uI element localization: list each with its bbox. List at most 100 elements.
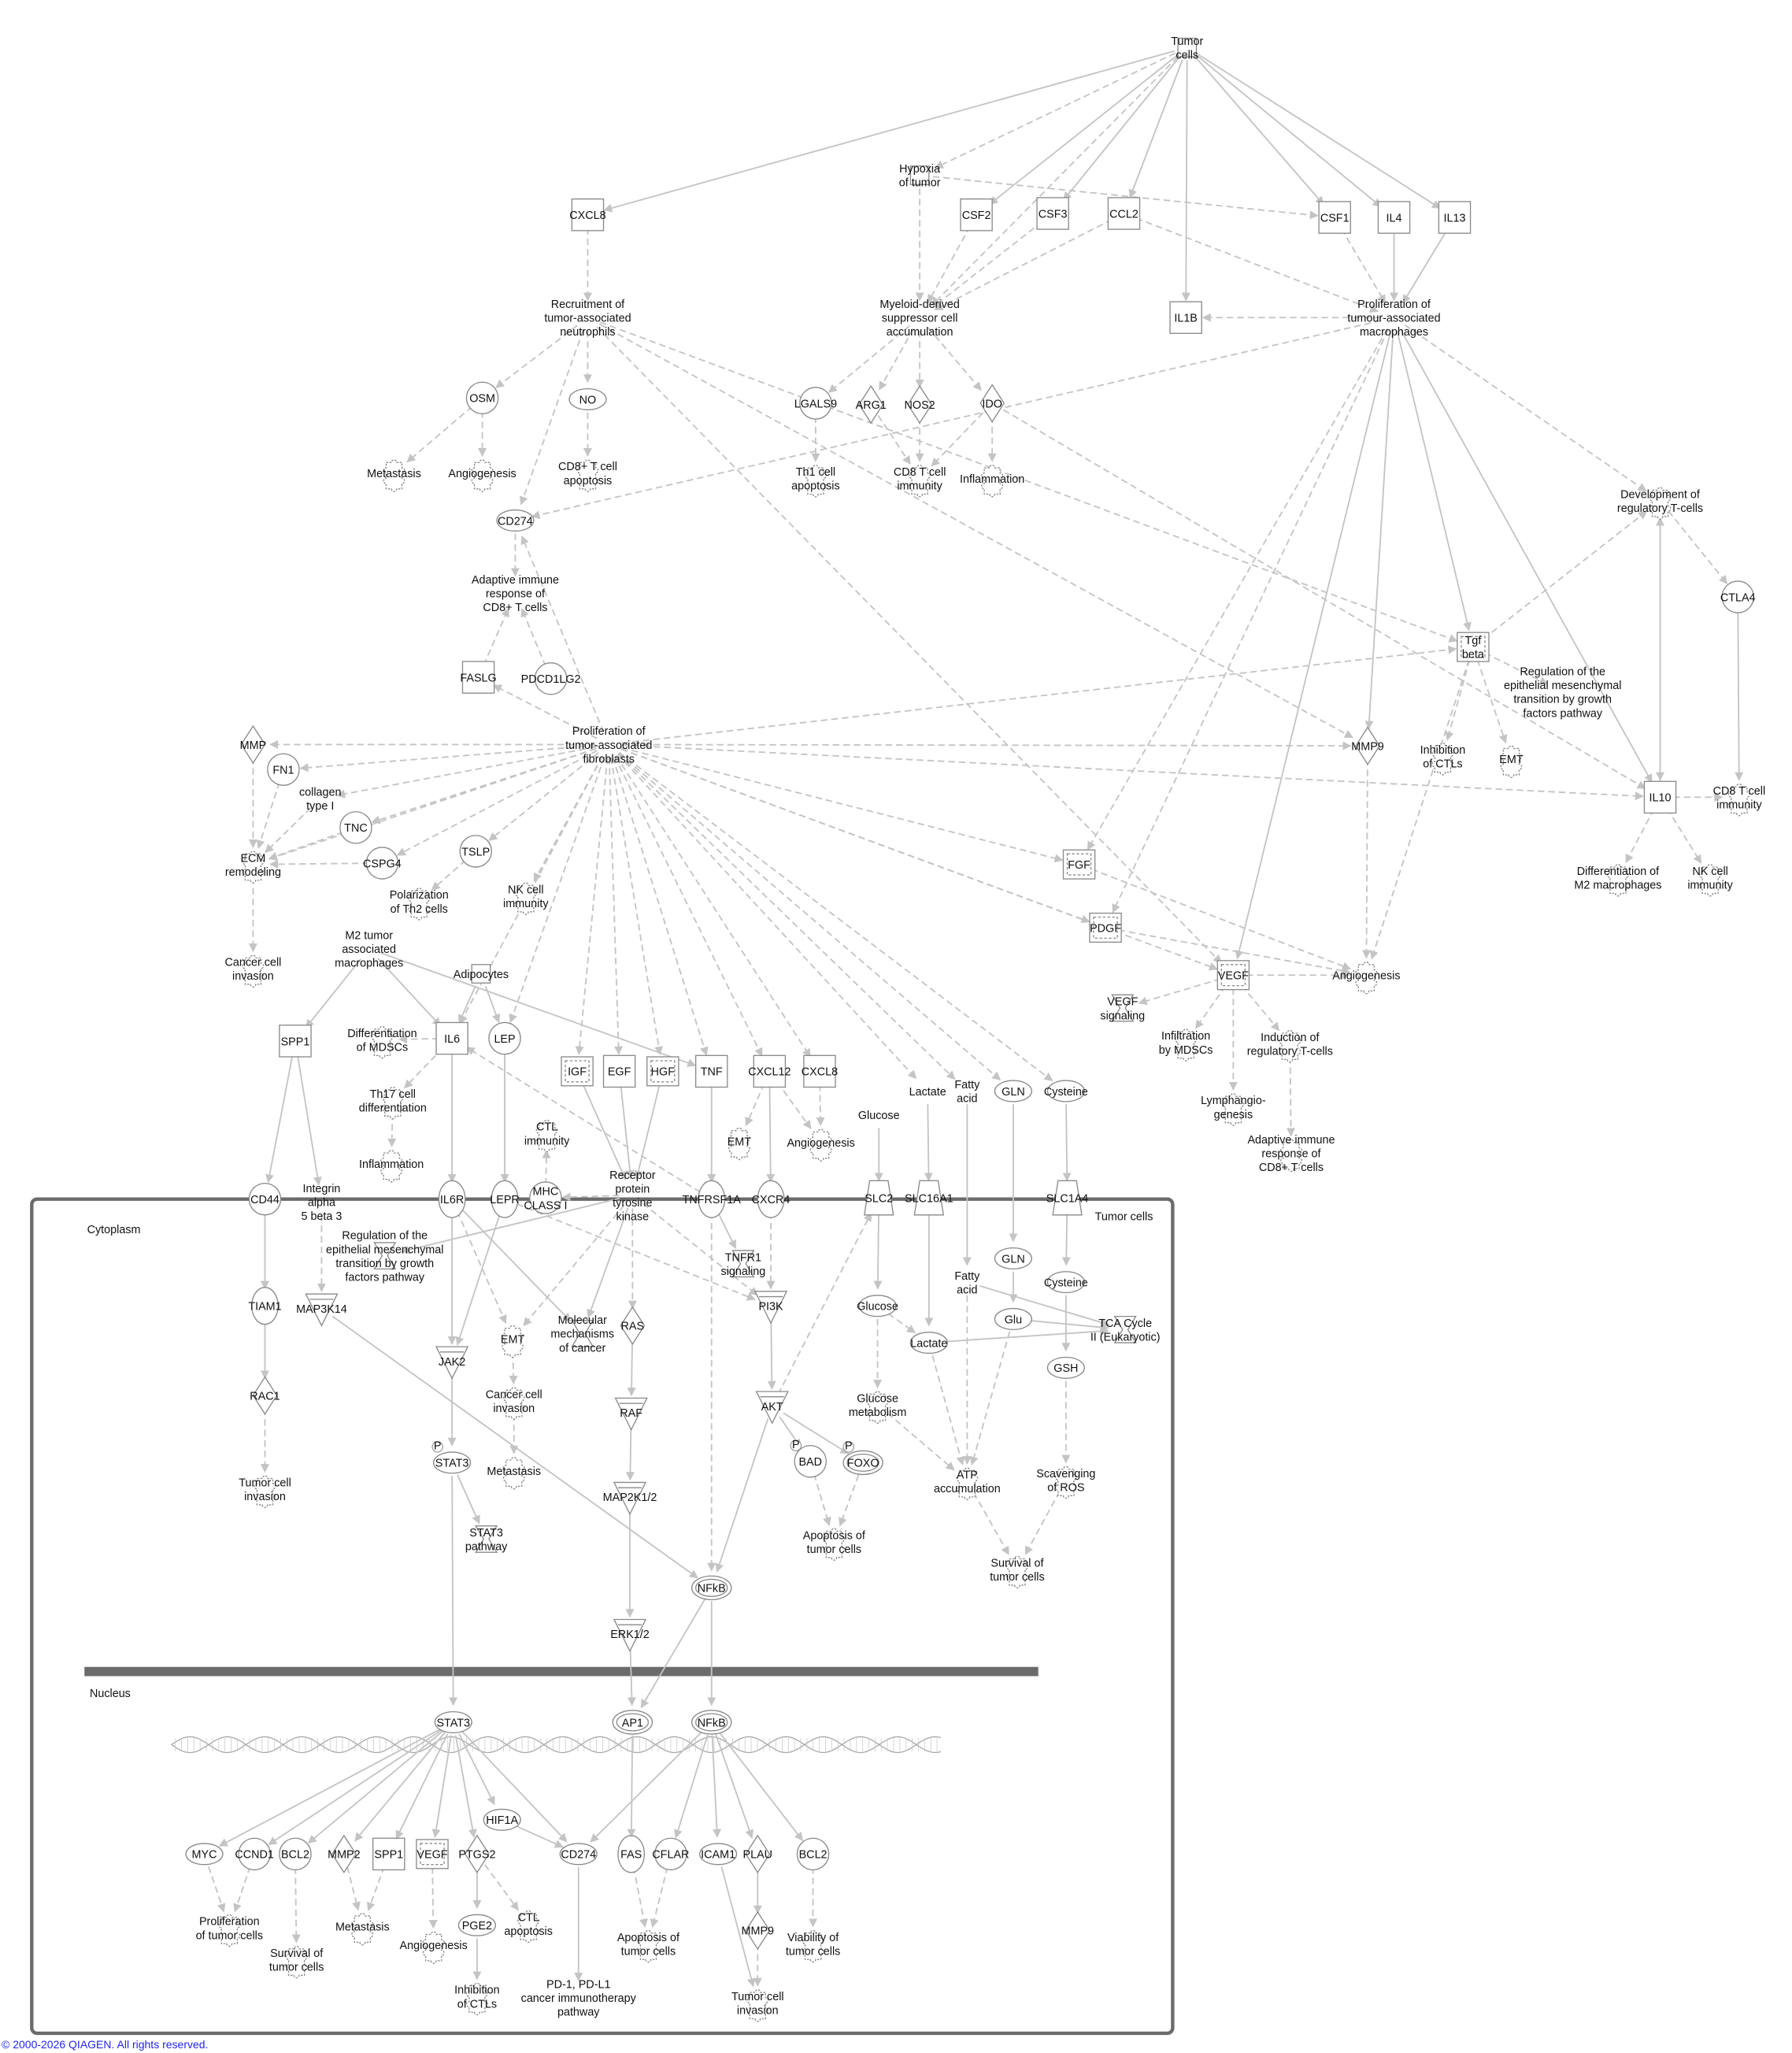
node-bcl2a[interactable]: BCL2: [279, 1837, 312, 1871]
node-il1b[interactable]: IL1B: [1169, 301, 1202, 335]
node-spp1a[interactable]: SPP1: [279, 1025, 312, 1058]
node-vegf1[interactable]: VEGF: [1216, 960, 1250, 991]
node-angio1[interactable]: Angiogenesis: [448, 459, 516, 492]
node-slc2[interactable]: SLC2: [864, 1180, 894, 1216]
node-map3k14[interactable]: MAP3K14: [296, 1293, 347, 1327]
node-akt[interactable]: AKT: [755, 1391, 789, 1425]
node-angio3[interactable]: Angiogenesis: [787, 1128, 855, 1162]
node-glucose1[interactable]: Glucose: [858, 1110, 900, 1122]
node-emt1[interactable]: EMT: [1499, 745, 1524, 778]
node-fgf[interactable]: FGF: [1062, 849, 1096, 880]
node-tnf[interactable]: TNF: [694, 1054, 728, 1088]
node-pdgf[interactable]: PDGF: [1089, 912, 1122, 943]
node-icam1[interactable]: ICAM1: [699, 1843, 738, 1866]
node-il4[interactable]: IL4: [1377, 201, 1411, 234]
node-ap1[interactable]: AP1: [612, 1710, 653, 1735]
node-metastasis2[interactable]: Metastasis: [487, 1457, 541, 1490]
node-fasl[interactable]: FASLG: [460, 661, 497, 694]
node-adipo[interactable]: Adipocytes: [454, 964, 509, 984]
node-csf2[interactable]: CSF2: [960, 198, 993, 232]
node-emt2[interactable]: EMT: [728, 1127, 752, 1161]
node-angio2[interactable]: Angiogenesis: [1332, 961, 1401, 995]
node-lep[interactable]: LEP: [488, 1021, 521, 1055]
node-emt3[interactable]: EMT: [501, 1325, 525, 1358]
node-cysteine1[interactable]: Cysteine: [1044, 1080, 1088, 1102]
node-slc16a1[interactable]: SLC16A1: [905, 1180, 953, 1216]
node-egf[interactable]: EGF: [602, 1054, 636, 1088]
node-cxcl8a[interactable]: CXCL8: [569, 198, 606, 232]
node-mmp[interactable]: MMP: [240, 724, 267, 765]
node-lepr[interactable]: LEPR: [490, 1180, 520, 1218]
node-fn1[interactable]: FN1: [267, 753, 300, 786]
node-slc1a4[interactable]: SLC1A4: [1046, 1180, 1089, 1216]
node-osm[interactable]: OSM: [465, 381, 499, 415]
node-hif1a[interactable]: HIF1A: [483, 1808, 521, 1831]
node-rac1[interactable]: RAC1: [250, 1376, 280, 1415]
node-vegf2[interactable]: VEGF: [416, 1839, 449, 1870]
node-no[interactable]: NO: [568, 387, 607, 411]
node-nfkb2[interactable]: NFkB: [691, 1710, 732, 1735]
node-csf3[interactable]: CSF3: [1036, 197, 1069, 230]
node-ctla4[interactable]: CTLA4: [1720, 580, 1756, 613]
node-arg1[interactable]: ARG1: [856, 385, 887, 424]
node-inflam2[interactable]: Inflammation: [359, 1150, 424, 1183]
node-glu[interactable]: Glu: [994, 1307, 1033, 1331]
node-cd274b[interactable]: CD274: [559, 1843, 598, 1866]
node-hgf[interactable]: HGF: [646, 1056, 679, 1087]
node-glucose2[interactable]: Glucose: [857, 1295, 898, 1317]
node-tnc[interactable]: TNC: [339, 811, 372, 844]
node-raf[interactable]: RAF: [614, 1397, 648, 1432]
node-gln1[interactable]: GLN: [994, 1080, 1033, 1102]
node-csf1[interactable]: CSF1: [1318, 201, 1351, 234]
node-angio4[interactable]: Angiogenesis: [400, 1931, 468, 1964]
node-fas[interactable]: FAS: [617, 1835, 646, 1873]
node-nos2[interactable]: NOS2: [905, 385, 935, 424]
node-gln2[interactable]: GLN: [994, 1247, 1033, 1270]
node-map2k[interactable]: MAP2K1/2: [603, 1481, 657, 1516]
node-ptgs2[interactable]: PTGS2: [458, 1834, 495, 1873]
